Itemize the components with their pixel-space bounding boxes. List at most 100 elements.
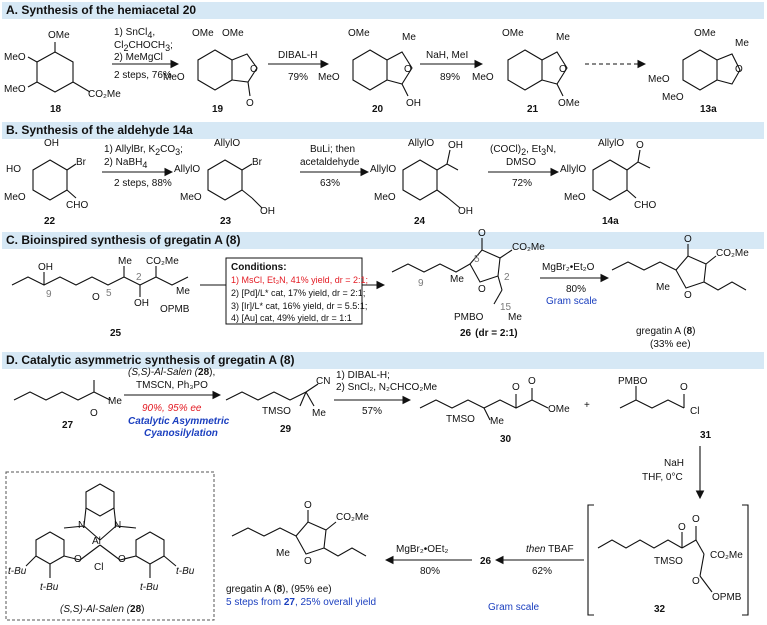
yield-text: 72% [512,178,532,189]
compound-number: 18 [50,104,62,115]
section-a-title: A. Synthesis of the hemiacetal 20 [6,3,197,17]
o-label: O [118,554,126,565]
compound-18: OMe MeO MeO CO₂Me 18 [4,30,121,115]
o-label: O [246,98,254,109]
compound-31: PMBO O Cl 31 [618,376,712,441]
compound-number: 20 [372,104,384,115]
ome-label: OMe [694,28,716,39]
allylo-label: AllylO [370,164,396,175]
compound-number: 29 [280,424,292,435]
meo-label: MeO [472,72,494,83]
meo-label: MeO [4,192,26,203]
o-label: O [735,64,743,75]
o-label: O [636,140,644,151]
plus-sign: + [584,400,590,411]
method-label: Catalytic Asymmetric [128,416,230,427]
me-label: Me [118,256,132,267]
cho-label: CHO [66,200,88,211]
ome-label: OMe [222,28,244,39]
section-b-banner: B. Synthesis of the aldehyde 14a [2,122,764,139]
reagent-text: 2) NaBH4 [104,157,147,170]
tbu-label: t-Bu [140,582,159,593]
o-label: O [90,408,98,419]
compound-20: O OH Me OMe MeO 20 [318,28,421,115]
allylo-label: AllylO [560,164,586,175]
reagent-text: 1) DIBAL-H; [336,370,390,381]
position-label: 2 [504,272,510,283]
tbu-label: t-Bu [8,566,27,577]
reagent-text: acetaldehyde [300,157,360,168]
compound-number: 22 [44,216,56,227]
co2me-label: CO₂Me [336,512,369,523]
o-label: O [304,556,312,567]
conditions-box [225,257,363,325]
product-ee: (33% ee) [650,339,691,350]
yield-text: 89% [440,72,460,83]
me-label: Me [450,274,464,285]
section-c-title: C. Bioinspired synthesis of gregatin A (… [6,233,241,247]
me-label: Me [490,416,504,427]
oh-label: OH [44,138,59,149]
reagent-text: THF, 0°C [642,472,683,483]
oh-label: OH [38,262,53,273]
reagent-text: 1) AllylBr, K2CO3; [104,144,183,157]
oh-label: OH [260,206,275,217]
compound-number: 31 [700,430,712,441]
compound-number: 24 [414,216,426,227]
oh-label: OH [458,206,473,217]
opmb-label: OPMB [712,592,742,603]
ome-label: OMe [558,98,580,109]
allylo-label: AllylO [598,138,624,149]
condition-1: 1) MsCl, Et₃N, 41% yield, dr = 2:1; [231,275,368,285]
meo-label: MeO [564,192,586,203]
me-label: Me [656,282,670,293]
position-label: 5 [106,288,112,299]
reagent-text: (S,S)-Al-Salen (28), [128,367,215,378]
o-label: O [512,382,520,393]
compound-number: 23 [220,216,232,227]
meo-label: MeO [163,72,185,83]
me-label: Me [508,312,522,323]
ho-label: HO [6,164,21,175]
salen-catalyst-28: N N Al Cl O O t-Bu t-Bu t-Bu t-Bu (S,S)-… [8,483,195,615]
ome-label: OMe [548,404,570,415]
compound-number: 21 [527,104,539,115]
compound-23: AllylO AllylO Br MeO OH 23 [174,138,275,227]
reagent-text: 2) MeMgCl [114,52,163,63]
compound-22: OH HO Br MeO CHO 22 [4,138,88,227]
ome-label: OMe [48,30,70,41]
position-label: 2 [136,272,142,283]
o-label: O [92,292,100,303]
o-label: O [478,228,486,239]
cho-label: CHO [634,200,656,211]
tmso-label: TMSO [446,414,475,425]
product-name: gregatin A (8) [636,326,696,337]
compound-25: OH 9 5 2 Me CO₂Me OH O Me OPMB 25 [11,256,190,339]
o-label: O [692,576,700,587]
position-label: 9 [418,278,424,289]
pmbo-label: PMBO [618,376,648,387]
yield-text: 79% [288,72,308,83]
reagent-text: NaH [664,458,684,469]
reagent-text: TMSCN, Ph₃PO [136,380,208,391]
al-label: Al [92,536,101,547]
o-label: O [478,284,486,295]
me-label: Me [402,32,416,43]
me-label: Me [556,32,570,43]
ome-label: OMe [348,28,370,39]
scale-note: Gram scale [488,602,540,613]
o-label: O [678,522,686,533]
position-label: 9 [46,289,52,300]
o-label: O [684,234,692,245]
oh-label: OH [448,140,463,151]
co2me-label: CO₂Me [512,242,545,253]
yield-text: 62% [532,566,552,577]
position-label: 15 [500,302,512,313]
compound-13a: O Me OMe MeO MeO 13a [648,28,749,115]
compound-number: 32 [654,604,666,615]
tbu-label: t-Bu [176,566,195,577]
cl-label: Cl [94,562,103,573]
product-name: gregatin A (8), (95% ee) [226,584,332,595]
yield-text: 90%, 95% ee [142,403,202,414]
section-c-banner: C. Bioinspired synthesis of gregatin A (… [2,232,764,249]
